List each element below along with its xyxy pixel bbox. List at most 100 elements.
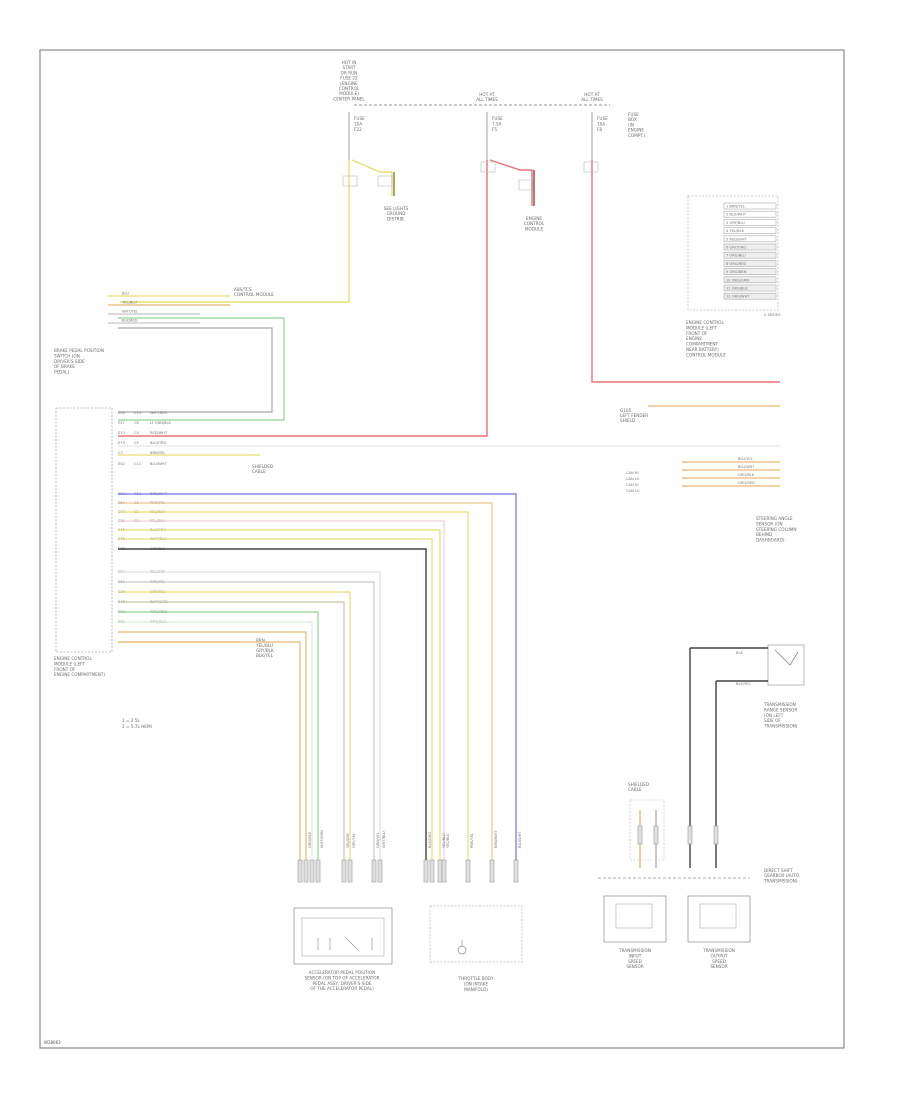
- steering-module-label: SENSOR (ON: [756, 521, 783, 526]
- right-module-pin: [723, 284, 777, 292]
- brake-pedal-switch-label: PEDAL): [54, 370, 70, 375]
- transmission-range-sensor-label: RANGE SENSOR: [764, 707, 797, 712]
- connector-mark: [637, 825, 643, 845]
- steering-wire-label: ORG/BLK: [738, 473, 755, 477]
- power-source-label: OR RUN: [341, 70, 358, 75]
- right-module-pin-label: 4 YEL/BLK: [726, 229, 745, 233]
- shielded-cable-label: SHIELDED: [252, 464, 273, 469]
- connector-mark: [342, 175, 358, 187]
- throttle-wire-label: YEL/BLU: [442, 833, 446, 848]
- diagram-frame: [39, 49, 845, 1049]
- right-module-pin: [723, 268, 777, 275]
- ecm-pin-id: C15: [134, 411, 141, 415]
- right-module-label: COMPARTMENT: [686, 342, 719, 347]
- brake-pedal-switch-label: OF BRAKE: [54, 364, 75, 369]
- connector-mark: [377, 859, 383, 883]
- transmission-range-sensor-label: TRANSMISSION: [763, 702, 796, 707]
- connector-mark: [480, 161, 496, 173]
- transmission-range-sensor-label: (ON LEFT: [764, 713, 784, 718]
- right-module-pin: [723, 202, 777, 210]
- power-source-label: CONTROL: [339, 86, 360, 91]
- right-module-pin-label: 11 ORG/BLK: [726, 287, 749, 291]
- ground-label: CONTROL: [524, 221, 545, 226]
- right-module-pin-label: 3 GRY/BLU: [726, 221, 745, 225]
- power-source-label: START: [343, 65, 356, 70]
- ecm-label: ENGINE CONTROL: [54, 656, 92, 661]
- brake-pedal-switch-label: SWITCH (ON: [54, 353, 80, 358]
- accelerator-pedal-label: ACCELERATOR PEDAL POSITION: [309, 970, 375, 975]
- steering-module-label: STEERING ANGLE: [756, 516, 793, 521]
- right-module-label: MODULE (LEFT: [686, 325, 717, 330]
- ecm-pin-id: E56: [118, 411, 126, 415]
- right-module-pin-label: 5 RED/WHT: [726, 237, 747, 241]
- power-source-label: ALL TIMES: [476, 97, 498, 102]
- fuse-label: 7.5A: [492, 122, 502, 127]
- ecm-wire-color: BRN/YEL: [150, 451, 165, 455]
- right-module-pin-label: 6 GRY/ORG: [726, 246, 746, 250]
- steering-wire-label: ORG/RED: [738, 481, 755, 485]
- fuse-label: F8: [597, 127, 602, 132]
- right-control-module-box: [687, 195, 779, 311]
- gearbox-note: DIRECT SHIFT: [764, 868, 793, 873]
- ecm-pin-id: C7: [118, 451, 123, 455]
- connector-mark: [303, 859, 309, 883]
- connector-mark: [315, 859, 321, 883]
- transmission-range-sensor-box: [767, 644, 805, 686]
- abs-wire-label: BLK/RED: [122, 319, 138, 323]
- connector-mark: [437, 859, 443, 883]
- fuse-label: F5: [492, 127, 497, 132]
- ground-label: G105: [620, 408, 632, 413]
- transmission-range-sensor-label: SIDE OF: [764, 718, 781, 723]
- fuse-label: 10A: [597, 122, 605, 127]
- right-module-pin-label: 12 ORG/WHT: [726, 295, 750, 299]
- power-source-label: ALL TIMES: [581, 97, 603, 102]
- right-module-pin: [723, 227, 777, 234]
- engine-control-module-box: [55, 407, 113, 653]
- connector-mark: [429, 859, 435, 883]
- fuse-box-note-text: ENGINE: [628, 128, 644, 133]
- steering-side-label: CAN HI: [626, 483, 639, 487]
- throttle-wire-label: BRN/WHT: [494, 830, 498, 848]
- ecm-pin-id: E10: [118, 431, 126, 435]
- right-module-pin-label: 9 ORG/BRN: [726, 270, 747, 274]
- power-source-label: CENTER PANEL: [333, 96, 365, 101]
- ecm-label: FRONT OF: [54, 667, 76, 672]
- ground-label: SHIELD: [620, 418, 635, 423]
- ecm-label: ENGINE COMPARTMENT): [54, 672, 105, 677]
- ecm-wire-color: WHT/RED: [150, 411, 167, 415]
- gearbox-note: GEARBOX (AUTO: [764, 873, 800, 878]
- ecm-pin-id: E73: [118, 441, 125, 445]
- fuse-box-note-text: (IN: [628, 122, 634, 127]
- steering-wire-label: BLU/YEL: [738, 457, 753, 461]
- accelerator-wire-label: WHT/BLU: [382, 831, 386, 848]
- ground-label: ENGINE: [526, 216, 542, 221]
- right-module-pin-label: 1 BRN/YEL: [726, 205, 745, 209]
- ecm-side-label: YEL/BLU: [255, 643, 273, 648]
- steering-module-label: STEERING COLUMN: [756, 527, 797, 532]
- ecm-label: MODULE (LEFT: [54, 661, 85, 666]
- right-module-pin: [723, 219, 777, 226]
- right-module-pin-label: 10 ORG/GRN: [726, 278, 749, 282]
- right-module-label: ENGINE CONTROL: [686, 320, 724, 325]
- abs-module-label: ABS/TCS: [234, 287, 252, 292]
- transmission-input-sensor-label: TRANSMISSION: [618, 948, 651, 953]
- fuse-label: F22: [354, 127, 362, 132]
- transmission-output-speed-sensor: [687, 895, 751, 943]
- page-code: W28063: [44, 1040, 61, 1045]
- ecm-wire-color: BLU/WHT: [150, 462, 167, 466]
- throttle-wire-label: YEL/BLK: [446, 833, 450, 848]
- throttle-body: [429, 905, 523, 963]
- ground-label: LEFT FENDER: [620, 413, 648, 418]
- brake-pedal-switch-label: DRIVER'S SIDE: [54, 359, 85, 364]
- transmission-input-sensor-label: INPUT: [629, 953, 642, 958]
- wire-red-fuse8: [591, 160, 780, 383]
- throttle-body-label: THROTTLE BODY: [458, 976, 494, 981]
- fuse-box-note-text: BOX: [628, 117, 637, 122]
- ground-label: DISTRIB.: [387, 216, 405, 221]
- brake-pedal-switch-label: BRAKE PEDAL POSITION: [54, 348, 104, 353]
- connector-mark: [513, 859, 519, 883]
- steering-module-label: BEHIND: [756, 532, 772, 537]
- power-source-label: FUSE 22: [340, 76, 358, 81]
